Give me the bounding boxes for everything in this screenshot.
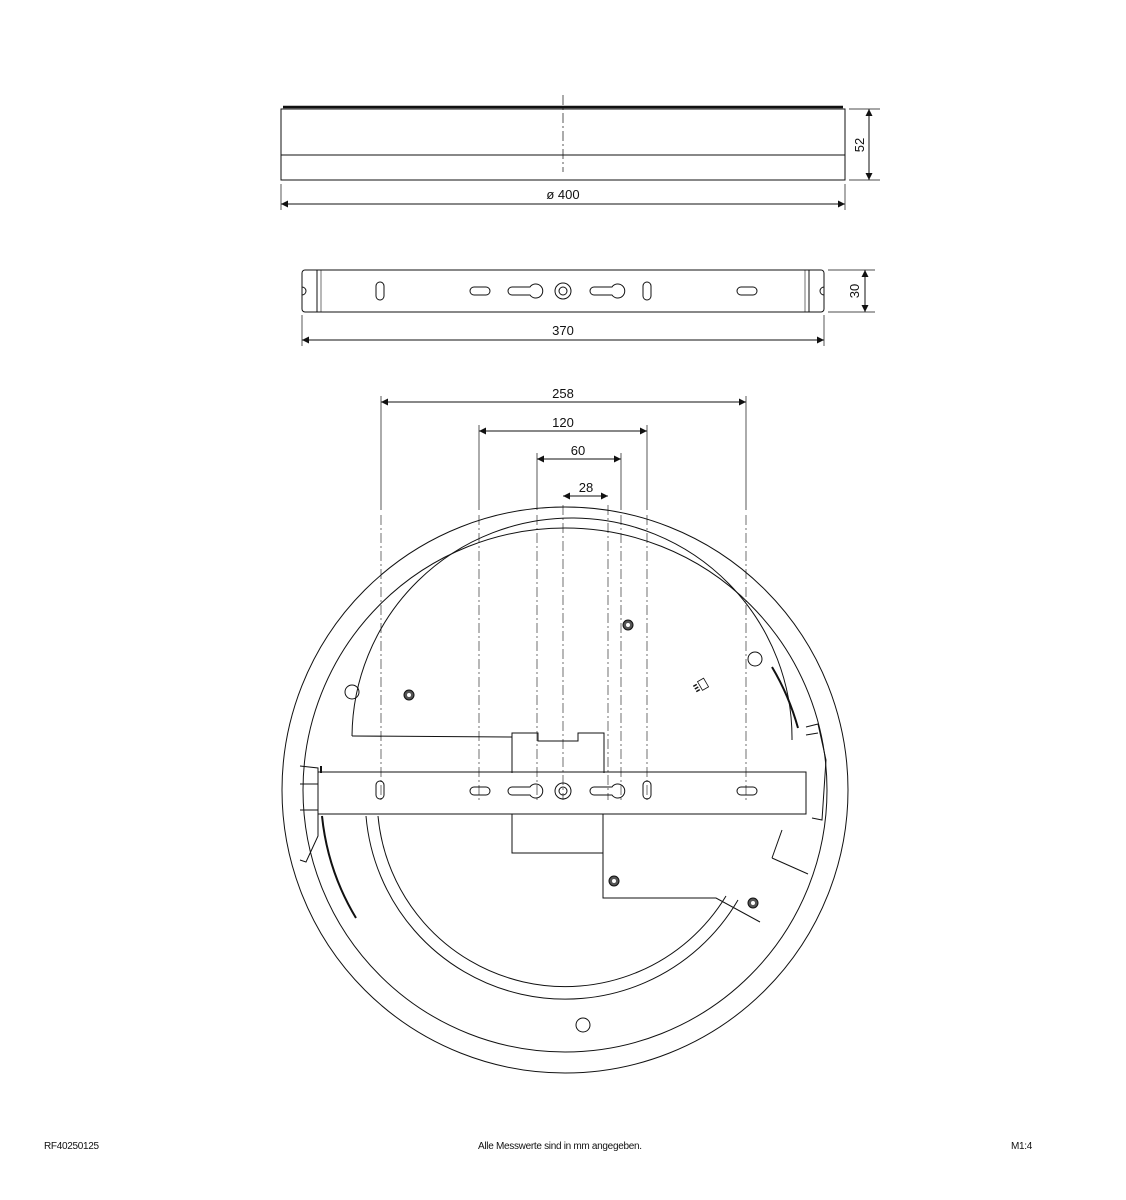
dim-28-label: 28: [579, 480, 593, 495]
screw-icon: [403, 689, 415, 701]
side-height-label: 52: [852, 138, 867, 152]
dim-60-label: 60: [571, 443, 585, 458]
screw-icon: [747, 897, 759, 909]
article-number: RF40250125: [44, 1141, 99, 1152]
bracket-length-label: 370: [552, 323, 574, 338]
top-view: [281, 505, 849, 1074]
bracket-height-label: 30: [847, 284, 862, 298]
bracket-view: [301, 269, 875, 346]
scale-label: M1:4: [1011, 1141, 1033, 1152]
dim-258-label: 258: [552, 386, 574, 401]
screw-icon: [622, 619, 634, 631]
side-view: [280, 95, 880, 210]
connector-icon: [692, 677, 710, 693]
measurement-note: Alle Messwerte sind in mm angegeben.: [478, 1141, 642, 1152]
screw-icon: [608, 875, 620, 887]
hole-spacing-dimensions: [380, 396, 747, 510]
diameter-label: ø 400: [546, 187, 579, 202]
dim-120-label: 120: [552, 415, 574, 430]
